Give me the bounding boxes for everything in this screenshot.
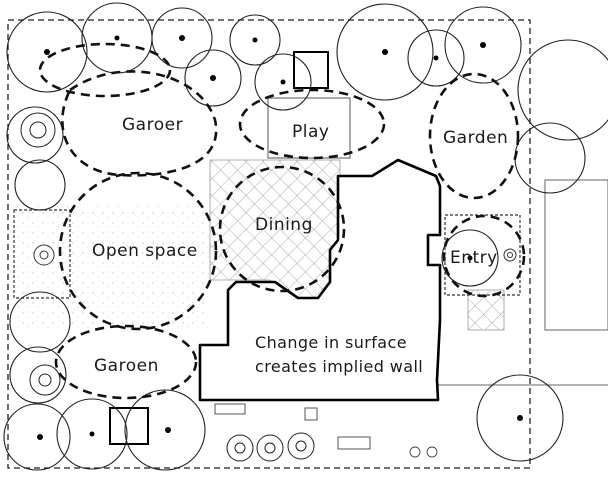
bubble-entry [442,214,526,298]
tree-canopy [336,3,434,101]
label-dining: Dining [255,215,313,235]
tree-canopy [9,346,67,404]
label-open-space: Open space [92,241,198,261]
tree-canopy [476,374,564,462]
bubble-garden-bottom-left [54,324,198,400]
tree-canopy [124,389,206,471]
bubble-garden-top-left [61,70,218,177]
note-line-1: Change in surface [255,333,407,352]
tree-canopy [514,122,586,194]
bubble-dining [218,165,346,293]
label-play: Play [292,122,329,142]
bubble-garden-right [428,72,520,200]
label-garden-bottom-left: Garoen [94,356,159,376]
label-garden-right: Garden [443,128,508,148]
tree-canopy [14,159,66,211]
tree-canopy [6,106,64,164]
house-outline [198,158,442,402]
bubble-top-left-strip [38,42,172,98]
note-line-2: creates implied wall [255,357,423,376]
tree-canopy [151,7,213,69]
tree-canopy [9,291,71,353]
tree-canopy [444,6,522,84]
tree-canopy [441,229,499,287]
bubble-play [238,88,386,160]
tree-canopy [6,11,88,93]
tree-canopy [184,49,242,107]
play-structure [267,97,351,159]
play-box [293,51,329,89]
space-bubbles [38,42,526,400]
shrub-symbols [20,112,315,462]
tree-trunks [37,35,523,440]
tree-canopy [407,29,465,87]
tree-canopy [3,403,71,471]
tree-canopy [56,398,128,470]
bubble-open-space [58,171,218,331]
driveway [544,179,608,331]
bench-box [109,407,149,445]
tree-canopy [517,39,608,141]
label-garden-top-left: Garoer [122,115,183,135]
tree-canopy [229,14,281,66]
label-entry: Entry [450,248,498,268]
property-boundary [7,19,531,469]
entry-urn [503,248,517,262]
open-space-lawn [14,205,210,330]
tree-canopy [254,53,312,111]
